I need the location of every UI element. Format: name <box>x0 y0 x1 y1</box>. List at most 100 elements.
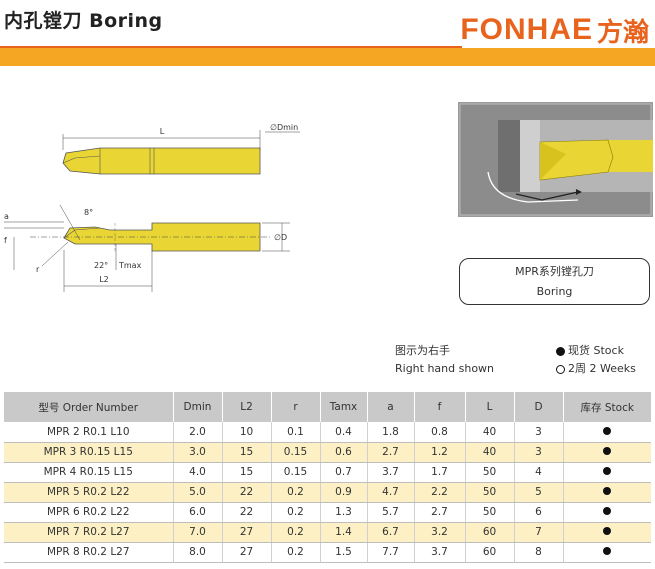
table-cell: 3.7 <box>414 542 466 563</box>
table-cell: 1.7 <box>414 462 466 483</box>
tool-drawing: L ∅Dmin 8° a f r 22° Tmax L2 ∅D <box>4 123 300 292</box>
table-cell: 5.0 <box>173 482 223 503</box>
brand-name-chinese: 方瀚 <box>596 17 649 48</box>
col-header: a <box>367 392 415 422</box>
dim-L2-label: L2 <box>99 275 109 284</box>
stock-cell <box>563 462 651 483</box>
filled-dot-icon <box>603 507 612 515</box>
col-header: Tamx <box>320 392 368 422</box>
spec-table-header: 型号 Order Number Dmin L2 r Tamx a f L D 库… <box>4 392 651 422</box>
table-cell: 27 <box>222 522 272 543</box>
dim-D-label: ∅D <box>274 233 287 242</box>
table-cell: 0.9 <box>320 482 368 503</box>
table-cell: 27 <box>222 542 272 563</box>
table-cell: 4.7 <box>367 482 415 503</box>
hand-note: 图示为右手 Right hand shown <box>395 342 494 378</box>
legend-two-weeks-label: 2周 2 Weeks <box>568 362 636 375</box>
hand-note-en: Right hand shown <box>395 362 495 375</box>
table-cell: 1.4 <box>320 522 368 543</box>
table-cell: 3 <box>514 442 564 463</box>
table-cell: 0.2 <box>271 542 321 563</box>
table-cell: 3.2 <box>414 522 466 543</box>
table-cell: 2.2 <box>414 482 466 503</box>
table-cell: 0.15 <box>271 442 321 463</box>
table-cell: 50 <box>465 502 515 523</box>
table-cell: 22 <box>222 502 272 523</box>
table-cell: 1.8 <box>367 422 415 443</box>
table-cell: 6 <box>514 502 564 523</box>
brand-logo: FONHAE 方瀚 <box>460 13 649 48</box>
table-cell: 50 <box>465 482 515 503</box>
table-cell: 8.0 <box>173 542 223 563</box>
table-cell: 60 <box>465 542 515 563</box>
series-name-en: Boring <box>536 285 573 298</box>
stock-cell <box>563 482 651 503</box>
filled-dot-icon <box>556 346 565 356</box>
hand-note-cn: 图示为右手 <box>395 344 450 357</box>
legend-in-stock-label: 现货 Stock <box>568 344 624 357</box>
table-cell: 60 <box>465 522 515 543</box>
table-cell: 5 <box>514 482 564 503</box>
table-cell: 0.7 <box>320 462 368 483</box>
table-cell: 6.0 <box>173 502 223 523</box>
stock-cell <box>563 542 651 563</box>
stock-cell <box>563 422 651 443</box>
table-cell: 3.0 <box>173 442 223 463</box>
header-bar <box>0 48 655 66</box>
dim-a-label: a <box>4 212 9 221</box>
table-cell: MPR 3 R0.15 L15 <box>4 442 174 463</box>
table-cell: 0.2 <box>271 502 321 523</box>
spec-table: 型号 Order Number Dmin L2 r Tamx a f L D 库… <box>4 392 651 563</box>
filled-dot-icon <box>603 547 612 555</box>
table-cell: 5.7 <box>367 502 415 523</box>
table-cell: MPR 4 R0.15 L15 <box>4 462 174 483</box>
col-header: Dmin <box>173 392 223 422</box>
table-cell: 7.7 <box>367 542 415 563</box>
dim-r-label: r <box>36 265 40 274</box>
stock-cell <box>563 502 651 523</box>
table-cell: MPR 8 R0.2 L27 <box>4 542 174 563</box>
table-cell: 0.6 <box>320 442 368 463</box>
table-cell: 10 <box>222 422 272 443</box>
table-cell: 4.0 <box>173 462 223 483</box>
table-cell: 0.2 <box>271 522 321 543</box>
angle-8-label: 8° <box>84 208 93 217</box>
table-cell: 0.2 <box>271 482 321 503</box>
table-cell: 0.4 <box>320 422 368 443</box>
table-cell: 7 <box>514 522 564 543</box>
dim-L-label: L <box>160 127 165 136</box>
table-cell: 1.2 <box>414 442 466 463</box>
table-cell: 3.7 <box>367 462 415 483</box>
col-header: L <box>465 392 515 422</box>
stock-legend: 现货 Stock 2周 2 Weeks <box>556 342 636 378</box>
legend-two-weeks: 2周 2 Weeks <box>556 360 636 378</box>
filled-dot-icon <box>603 426 612 435</box>
table-cell: 2.7 <box>414 502 466 523</box>
table-cell: 2.7 <box>367 442 415 463</box>
table-cell: 7.0 <box>173 522 223 543</box>
tool-top-view <box>62 147 261 175</box>
dim-f-label: f <box>4 236 7 245</box>
table-cell: MPR 7 R0.2 L27 <box>4 522 174 543</box>
table-cell: 40 <box>465 422 515 443</box>
dim-Tmax-label: Tmax <box>118 261 142 270</box>
table-cell: MPR 2 R0.1 L10 <box>4 422 174 443</box>
table-cell: 6.7 <box>367 522 415 543</box>
angle-22-label: 22° <box>94 261 108 270</box>
table-cell: 3 <box>514 422 564 443</box>
table-cell: 15 <box>222 462 272 483</box>
table-cell: MPR 5 R0.2 L22 <box>4 482 174 503</box>
series-label-box: MPR系列镗孔刀 Boring <box>459 258 650 305</box>
brand-name-latin: FONHAE <box>460 13 593 46</box>
col-header: r <box>271 392 321 422</box>
stock-cell <box>563 442 651 463</box>
col-header: L2 <box>222 392 272 422</box>
empty-dot-icon <box>556 364 565 374</box>
table-cell: 2.0 <box>173 422 223 443</box>
